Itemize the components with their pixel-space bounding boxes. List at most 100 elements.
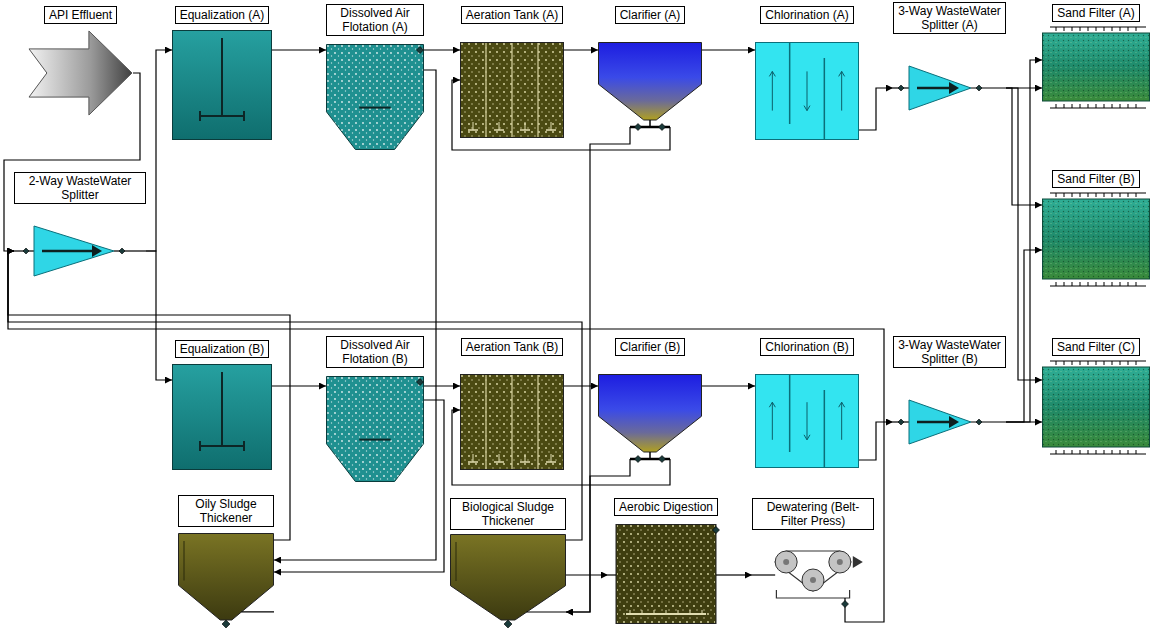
unit-box: Aeration Tank (B) xyxy=(460,338,564,472)
pipe-stroke xyxy=(1072,193,1073,197)
pipe-connector xyxy=(272,49,326,50)
pipe-stroke xyxy=(1104,450,1105,454)
pipe-stroke xyxy=(473,122,474,130)
pipe-stroke xyxy=(1112,27,1113,31)
splitter-triangle xyxy=(909,400,971,444)
pipe-stroke xyxy=(184,541,185,581)
port-diamond xyxy=(417,379,424,386)
pipe-stroke xyxy=(546,461,556,463)
aer-icon xyxy=(460,42,564,138)
pipe-stroke xyxy=(499,122,500,130)
thick-icon xyxy=(178,533,274,628)
unit-label: Equalization (A) xyxy=(175,6,270,24)
split2-icon xyxy=(14,224,146,278)
flotation-tank xyxy=(327,377,424,482)
port-diamond xyxy=(898,419,904,425)
pipe-stroke xyxy=(359,439,390,441)
unit-box: Dissolved Air Flotation (A) xyxy=(326,4,424,154)
pipe-stroke xyxy=(494,461,504,463)
pipe-stroke xyxy=(1072,104,1073,108)
clarifier-tank xyxy=(599,375,702,453)
pipe-stroke xyxy=(1080,450,1081,454)
pipe-stroke xyxy=(1080,193,1081,197)
pipe-stroke xyxy=(1120,27,1121,31)
pipe-stroke xyxy=(1056,104,1057,108)
port-diamond xyxy=(119,248,125,254)
sand-grain xyxy=(1043,200,1149,278)
pipe-stroke xyxy=(702,610,703,614)
aeration-tank xyxy=(461,375,564,470)
pipe-stroke xyxy=(1072,282,1073,286)
pipe-stroke xyxy=(527,611,566,612)
pipe-stroke xyxy=(241,611,274,612)
roller-hub xyxy=(837,559,843,565)
pipe-stroke xyxy=(199,441,201,451)
pipe-stroke xyxy=(1088,104,1089,108)
pipe-stroke xyxy=(1088,361,1089,365)
pipe-stroke xyxy=(1072,361,1073,365)
port-diamond xyxy=(713,527,720,534)
air-bubbles xyxy=(327,45,424,150)
pipe-stroke xyxy=(1088,27,1089,31)
pipe-stroke xyxy=(537,43,538,137)
pipe-stroke xyxy=(1056,450,1057,454)
eq-icon xyxy=(172,30,272,140)
pipe-stroke xyxy=(1104,282,1105,286)
unit-box: 2-Way WasteWater Splitter xyxy=(14,172,146,282)
pipe-connector xyxy=(859,88,893,130)
unit-label: Sand Filter (B) xyxy=(1052,170,1139,188)
daf-icon xyxy=(326,44,424,150)
unit-label: Dissolved Air Flotation (B) xyxy=(326,336,424,368)
pipe-stroke xyxy=(1056,27,1057,31)
pipe-connector xyxy=(424,385,460,386)
splitter-arrow xyxy=(92,245,102,257)
pipe-stroke xyxy=(1056,361,1057,365)
sand-icon xyxy=(1042,358,1150,458)
pipe-stroke xyxy=(1136,27,1137,31)
thick-icon xyxy=(450,534,566,628)
flotation-tank xyxy=(327,45,424,150)
pipe-stroke xyxy=(1080,104,1081,108)
sand-icon xyxy=(1042,24,1150,112)
unit-label: Sand Filter (C) xyxy=(1052,338,1140,356)
pipe-stroke xyxy=(1064,27,1065,31)
unit-label: Clarifier (A) xyxy=(615,6,686,24)
unit-label: API Effluent xyxy=(44,6,117,24)
splitter-triangle xyxy=(34,226,114,276)
pipe-stroke xyxy=(1112,450,1113,454)
pipe-stroke xyxy=(243,111,245,121)
pipe-stroke xyxy=(1088,193,1089,197)
aeration-bubbles xyxy=(461,43,563,137)
pipe-stroke xyxy=(1112,282,1113,286)
pipe-connector xyxy=(8,251,884,622)
chlor-icon xyxy=(755,374,859,468)
pipe-stroke xyxy=(608,574,616,575)
unit-label: Dewatering (Belt-Filter Press) xyxy=(752,498,874,530)
port-diamond xyxy=(976,85,982,91)
port-diamond xyxy=(659,124,666,131)
pipe-stroke xyxy=(468,461,478,463)
thickener-tank xyxy=(179,534,274,621)
pipe-stroke xyxy=(807,71,808,110)
pipe-stroke xyxy=(1104,104,1105,108)
pipe-stroke xyxy=(630,610,631,614)
pipe-stroke xyxy=(1128,104,1129,108)
pipe-stroke xyxy=(841,71,842,110)
sand-grain xyxy=(1043,34,1149,100)
pipe-connector xyxy=(272,385,326,386)
pipe-connector xyxy=(566,574,608,575)
unit-label: Oily Sludge Thickener xyxy=(178,495,274,527)
pipe-stroke xyxy=(1064,450,1065,454)
unit-box: Dewatering (Belt-Filter Press) xyxy=(752,498,874,610)
digester-tank xyxy=(616,525,716,624)
pipe-stroke xyxy=(1120,104,1121,108)
pipe-stroke xyxy=(1136,104,1137,108)
port-diamond xyxy=(659,456,666,463)
unit-box: Equalization (A) xyxy=(172,6,272,142)
clar-icon xyxy=(598,374,702,462)
unit-label: Clarifier (B) xyxy=(615,338,686,356)
unit-label: Chlorination (B) xyxy=(760,338,853,356)
pipe-stroke xyxy=(551,454,552,462)
pipe-connector xyxy=(424,49,460,50)
contact-tank xyxy=(756,43,859,140)
